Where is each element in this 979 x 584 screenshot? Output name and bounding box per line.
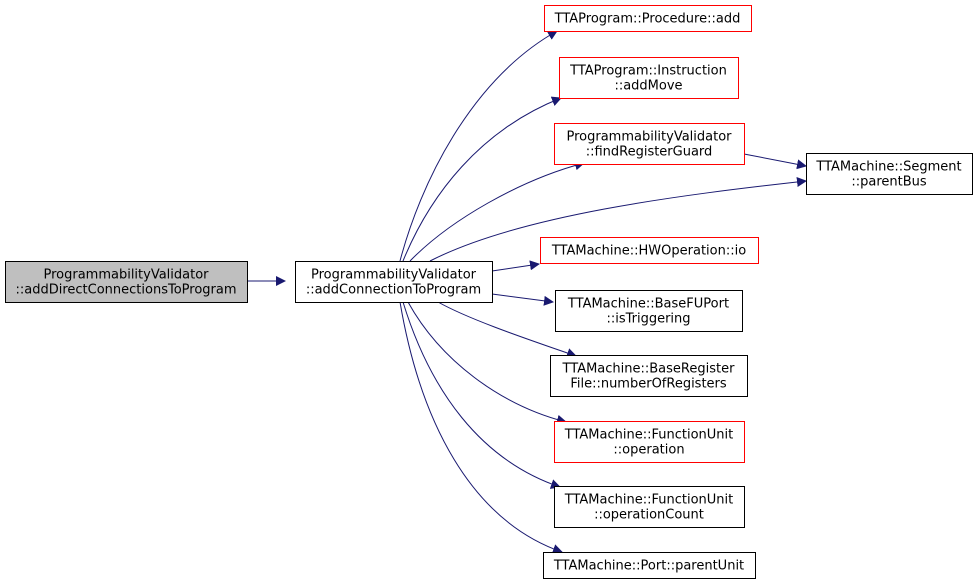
node-box [555,290,743,332]
edge-add_connection-to-segment_parentbus [429,177,807,262]
node-label-line: ProgrammabilityValidator [566,130,732,145]
node-label-line: TTAProgram::Instruction [569,64,727,79]
edge-add_connection-to-port_parentunit [399,301,563,554]
node-functionunit-operationcount[interactable]: TTAMachine::FunctionUnit::operationCount [554,486,745,528]
edge-add_connection-to-baseregisterfile_numberofregisters [437,301,577,358]
node-port-parentunit[interactable]: TTAMachine::Port::parentUnit [543,552,756,579]
nodes-layer: ProgrammabilityValidator::addDirectConne… [5,5,973,579]
node-label-line: TTAMachine::Port::parentUnit [553,559,744,574]
node-segment-parentbus[interactable]: TTAMachine::Segment::parentBus [806,153,973,195]
edge-add_connection-to-functionunit_operationcount [402,301,561,489]
node-label-line: ::operationCount [594,508,704,523]
node-label-line: TTAMachine::BaseRegister [562,362,736,377]
node-label-line: ::operation [613,443,684,458]
node-baseregisterfile-numberofregisters[interactable]: TTAMachine::BaseRegisterFile::numberOfRe… [550,355,748,397]
node-box [554,486,745,528]
node-label-line: ::isTriggering [606,312,690,327]
node-find-register-guard[interactable]: ProgrammabilityValidator::findRegisterGu… [554,123,745,165]
edge-add_connection-to-basefuport_istriggering [491,293,554,306]
node-procedure-add[interactable]: TTAProgram::Procedure::add [544,5,752,32]
node-basefuport-istriggering[interactable]: TTAMachine::BaseFUPort::isTriggering [555,290,743,332]
node-root: ProgrammabilityValidator::addDirectConne… [5,261,248,303]
node-label-line: TTAMachine::FunctionUnit [564,493,733,508]
node-label-line: ProgrammabilityValidator [311,268,477,283]
node-add-connection[interactable]: ProgrammabilityValidator::addConnectionT… [295,261,493,303]
node-box [295,261,493,303]
node-box [540,237,759,264]
node-box [554,123,745,165]
node-box [806,153,973,195]
edge-add_connection-to-instruction_addmove [402,96,562,262]
node-box [544,5,752,32]
edge-add_connection-to-find_register_guard [409,160,585,262]
node-label-line: TTAMachine::Segment [815,160,961,175]
edges-layer [247,30,807,554]
node-box [550,355,748,397]
node-label-line: File::numberOfRegisters [570,377,727,392]
node-label-line: TTAMachine::BaseFUPort [567,297,729,312]
node-label-line: ::parentBus [851,175,927,190]
node-box [543,552,756,579]
node-label-line: TTAProgram::Procedure::add [554,12,741,27]
node-label-line: ::addConnectionToProgram [306,283,481,298]
edge-add_connection-to-hwoperation_io [491,260,540,272]
node-label-line: ::addDirectConnectionsToProgram [15,283,236,298]
node-box [559,57,739,99]
node-instruction-addmove[interactable]: TTAProgram::Instruction::addMove [559,57,739,99]
edge-find_register_guard-to-segment_parentbus [743,153,807,170]
edge-add_connection-to-procedure_add [399,30,558,262]
node-label-line: TTAMachine::HWOperation::io [551,244,746,259]
node-label-line: ::addMove [614,79,682,94]
node-box [5,261,248,303]
node-label-line: TTAMachine::FunctionUnit [564,428,733,443]
node-hwoperation-io[interactable]: TTAMachine::HWOperation::io [540,237,759,264]
edge-add_connection-to-functionunit_operation [407,301,567,425]
node-functionunit-operation[interactable]: TTAMachine::FunctionUnit::operation [554,421,745,463]
node-label-line: ::findRegisterGuard [586,145,713,160]
node-box [554,421,745,463]
node-label-line: ProgrammabilityValidator [43,268,209,283]
